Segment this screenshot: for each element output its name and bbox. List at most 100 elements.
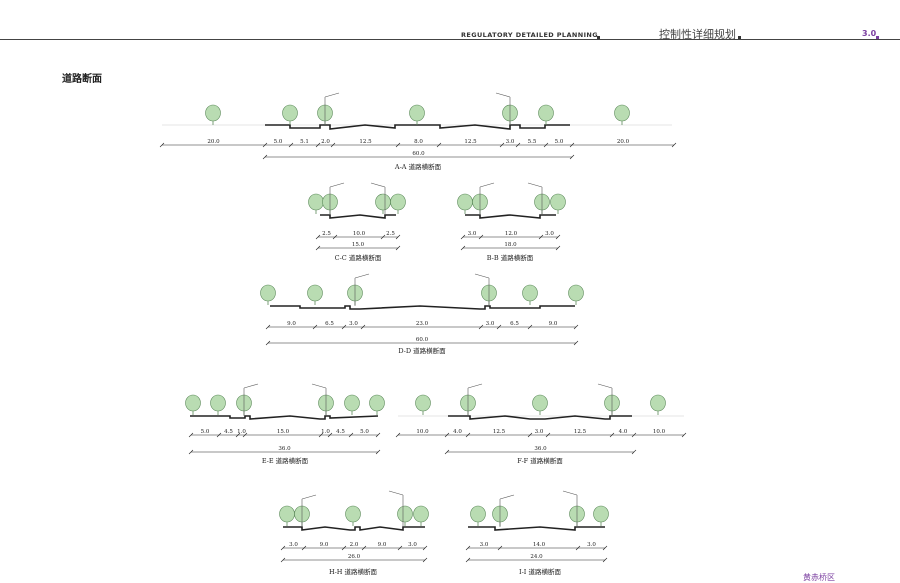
section-title: 道路断面 [62, 74, 102, 85]
dimension-value: 14.0 [533, 542, 546, 548]
dimension-value: 2.5 [386, 231, 395, 237]
tree-icon [279, 505, 295, 523]
tree-icon [650, 394, 666, 412]
dimension-value: 1.0 [321, 429, 330, 435]
dimension-value: 5.0 [360, 429, 369, 435]
dim-tick [499, 142, 505, 148]
dim-tick [395, 142, 401, 148]
dim-tick [671, 142, 677, 148]
dimension-value: 12.5 [359, 139, 372, 145]
dim-tick [555, 245, 561, 251]
dim-tick [330, 142, 336, 148]
cross-section-label: E-E 道路横断面 [261, 457, 309, 465]
dimension-value: 8.0 [414, 139, 423, 145]
lamp-arm [329, 182, 345, 188]
dim-tick [188, 449, 194, 455]
tree-icon [390, 193, 406, 211]
road-profile [283, 526, 425, 531]
header-dot [738, 36, 741, 39]
dim-tick [444, 449, 450, 455]
dim-tick [280, 545, 286, 551]
dimension-value: 2.5 [322, 231, 331, 237]
dim-tick [360, 324, 366, 330]
dim-tick [569, 154, 575, 160]
corner-text: 黄赤桥区 [803, 573, 835, 582]
dim-tick [262, 154, 268, 160]
tree-icon [185, 394, 201, 412]
dim-tick [478, 234, 484, 240]
dim-tick [312, 324, 318, 330]
dim-tick [444, 432, 450, 438]
dim-tick [397, 545, 403, 551]
cross-section-label: H-H 道路横断面 [328, 568, 378, 576]
tree-icon [308, 193, 324, 211]
dim-tick [460, 245, 466, 251]
road-profile [270, 305, 575, 310]
header-dot [876, 36, 879, 39]
dim-tick [573, 324, 579, 330]
dimension-value: 23.0 [416, 321, 429, 327]
dimension-value: 5.1 [300, 139, 309, 145]
tree-icon [345, 505, 361, 523]
dim-tick [395, 245, 401, 251]
dim-tick [280, 557, 286, 563]
dim-tick [315, 142, 321, 148]
dim-tick [361, 545, 367, 551]
dim-tick [602, 557, 608, 563]
lamp-arm [597, 383, 613, 389]
dimension-value: 4.0 [619, 429, 628, 435]
dimension-value: 1.0 [237, 429, 246, 435]
cross-section-label: A-A 道路横断面 [394, 163, 442, 171]
tree-icon [210, 394, 226, 412]
dimension-value: 6.5 [325, 321, 334, 327]
dim-tick [375, 449, 381, 455]
dim-tick [235, 432, 241, 438]
dimension-value: 10.0 [353, 231, 366, 237]
road-profile [465, 214, 556, 219]
dim-tick [332, 234, 338, 240]
dimension-value: 9.0 [320, 542, 329, 548]
dim-tick [348, 432, 354, 438]
dim-tick [318, 432, 324, 438]
dim-tick [436, 142, 442, 148]
dimension-value: 15.0 [277, 429, 290, 435]
dim-tick [515, 142, 521, 148]
dimension-value: 12.5 [574, 429, 587, 435]
total-width-value: 15.0 [352, 242, 365, 248]
lamp-arm [499, 494, 515, 500]
dim-tick [288, 142, 294, 148]
tree-icon [260, 284, 276, 302]
dim-tick [315, 234, 321, 240]
dim-tick [631, 432, 637, 438]
lamp-arm [370, 182, 386, 188]
dimension-value: 4.0 [453, 429, 462, 435]
dimension-value: 12.0 [505, 231, 518, 237]
dimension-value: 4.5 [224, 429, 233, 435]
total-width-value: 26.0 [348, 554, 361, 560]
lamp-arm [243, 383, 259, 389]
dim-tick [341, 324, 347, 330]
dimension-value: 3.0 [506, 139, 515, 145]
dimension-value: 3.0 [587, 542, 596, 548]
header-title-cn: 控制性详细规划 [659, 28, 736, 41]
dimension-value: 5.5 [528, 139, 537, 145]
dim-tick [341, 545, 347, 551]
dimension-value: 12.5 [464, 139, 477, 145]
lamp-arm [527, 182, 543, 188]
tree-icon [550, 193, 566, 211]
cross-section-label: F-F 道路横断面 [517, 457, 563, 465]
dimension-value: 3.0 [545, 231, 554, 237]
dim-tick [681, 432, 687, 438]
lamp-arm [495, 92, 511, 98]
dimension-value: 4.5 [336, 429, 345, 435]
dimension-value: 20.0 [617, 139, 630, 145]
dim-tick [569, 142, 575, 148]
dim-tick [543, 142, 549, 148]
total-width-value: 24.0 [530, 554, 543, 560]
dimension-value: 5.0 [555, 139, 564, 145]
total-width-value: 36.0 [534, 446, 547, 452]
dim-tick [188, 432, 194, 438]
tree-icon [307, 284, 323, 302]
dim-tick [465, 432, 471, 438]
